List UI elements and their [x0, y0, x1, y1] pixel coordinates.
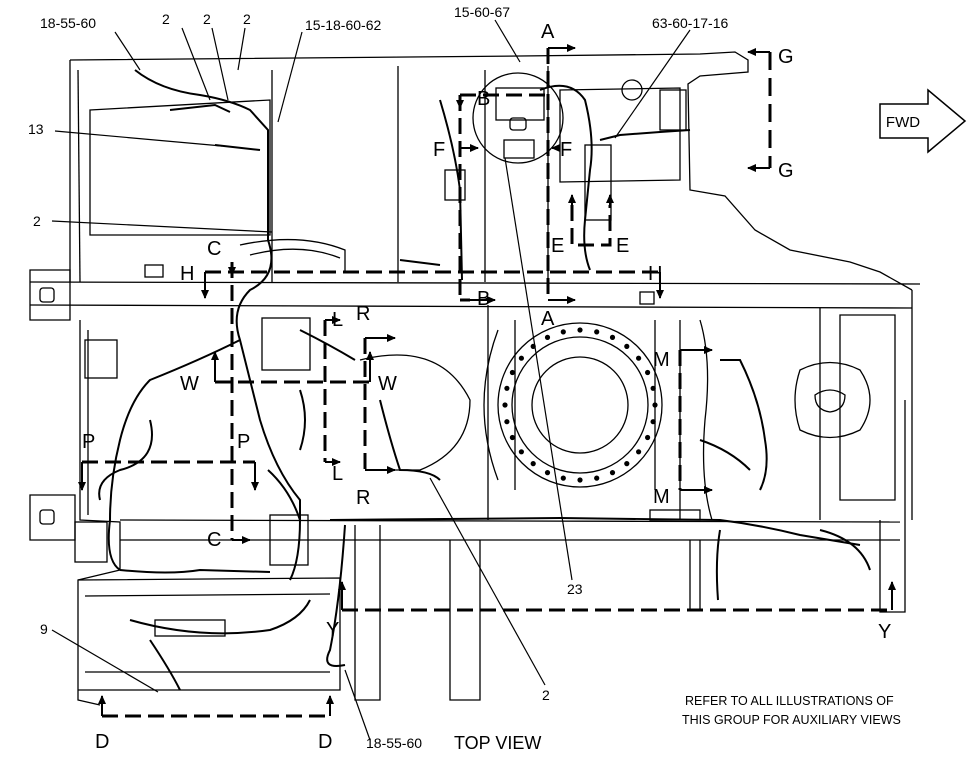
bearing-bolt	[650, 419, 656, 425]
section-letter-a: A	[541, 308, 555, 330]
bearing-bolt	[577, 327, 583, 333]
part-label: 63-60-17-16	[652, 15, 728, 31]
section-letter-b: B	[477, 88, 490, 110]
part-label: 13	[28, 121, 44, 137]
section-letter-h: H	[180, 263, 194, 285]
section-letter-w: W	[378, 373, 397, 395]
bearing-bolt	[650, 385, 656, 391]
part-label: 15-18-60-62	[305, 17, 381, 33]
section-letter-r: R	[356, 303, 370, 325]
section-letter-r: R	[356, 487, 370, 509]
view-title: TOP VIEW	[454, 733, 541, 753]
note-line-2: THIS GROUP FOR AUXILIARY VIEWS	[682, 713, 901, 727]
note-line-1: REFER TO ALL ILLUSTRATIONS OF	[685, 694, 894, 708]
part-label: 18-55-60	[366, 735, 422, 751]
bearing-bolt	[544, 470, 551, 476]
wiring-harness	[98, 69, 871, 691]
section-letter-g: G	[778, 160, 794, 182]
forward-direction-arrow: FWD	[879, 88, 967, 154]
bearing-bolt	[577, 477, 583, 483]
section-letter-l: L	[332, 309, 343, 331]
section-letter-c: C	[207, 529, 221, 551]
bearing-bolt	[509, 434, 515, 441]
bearing-bolt	[636, 355, 642, 361]
part-label: 15-60-67	[454, 4, 510, 20]
swing-bearing	[483, 320, 663, 490]
bearing-bolt	[518, 355, 525, 361]
fwd-label: FWD	[886, 114, 920, 131]
bearing-bolt	[560, 329, 566, 335]
section-letter-l: L	[332, 463, 343, 485]
bearing-bolt	[594, 475, 600, 481]
part-label: 2	[162, 11, 170, 27]
section-letter-e: E	[551, 235, 564, 257]
bearing-bolt	[645, 369, 651, 376]
bearing-bolt	[609, 470, 616, 476]
bearing-bolt	[624, 343, 630, 349]
bearing-bolt	[645, 434, 651, 441]
bearing-bolt	[652, 402, 658, 408]
bearing-bolt	[502, 402, 508, 408]
bearing-bolts	[502, 327, 658, 483]
components	[74, 89, 701, 637]
section-letter-m: M	[653, 349, 670, 371]
section-letter-e: E	[616, 235, 629, 257]
section-letter-c: C	[207, 238, 221, 260]
bearing-bolt	[609, 334, 616, 340]
part-labels: 18-55-60 2 2 2 15-18-60-62 15-60-67 63-6…	[28, 4, 728, 751]
section-letter-f: F	[433, 139, 445, 161]
part-label: 2	[243, 11, 251, 27]
part-label: 18-55-60	[40, 15, 96, 31]
machine-frame	[29, 51, 921, 706]
bearing-bolt	[594, 329, 600, 335]
section-letter-b: B	[477, 288, 490, 310]
bearing-bolt	[518, 449, 525, 455]
bearing-bolt	[509, 369, 515, 376]
section-letter-d: D	[95, 731, 109, 753]
section-letter-y: Y	[878, 621, 891, 643]
section-letter-g: G	[778, 46, 794, 68]
section-letter-f: F	[560, 139, 572, 161]
section-arrows	[78, 44, 896, 716]
section-letter-y: Y	[326, 619, 339, 641]
bearing-bolt	[544, 334, 551, 340]
section-letter-d: D	[318, 731, 332, 753]
section-letters: A A B B C C D D E E F F G G H H L L M M …	[82, 21, 891, 753]
section-letter-m: M	[653, 486, 670, 508]
section-cut-lines	[82, 48, 892, 718]
part-label: 2	[203, 11, 211, 27]
part-label: 23	[567, 581, 583, 597]
section-letter-h: H	[648, 263, 662, 285]
section-letter-w: W	[180, 373, 199, 395]
bearing-bolt	[504, 419, 510, 425]
part-label: 2	[33, 213, 41, 229]
section-letter-p: P	[237, 431, 250, 453]
bearing-bolt	[560, 475, 566, 481]
leader-lines	[51, 19, 691, 741]
bearing-bolt	[530, 461, 536, 467]
part-label: 9	[40, 621, 48, 637]
bearing-bolt	[504, 385, 510, 391]
section-letter-a: A	[541, 21, 555, 43]
tank-assembly	[472, 72, 643, 164]
section-letter-p: P	[82, 431, 95, 453]
part-label: 2	[542, 687, 550, 703]
bearing-bolt	[624, 461, 630, 467]
bearing-bolt	[636, 449, 642, 455]
